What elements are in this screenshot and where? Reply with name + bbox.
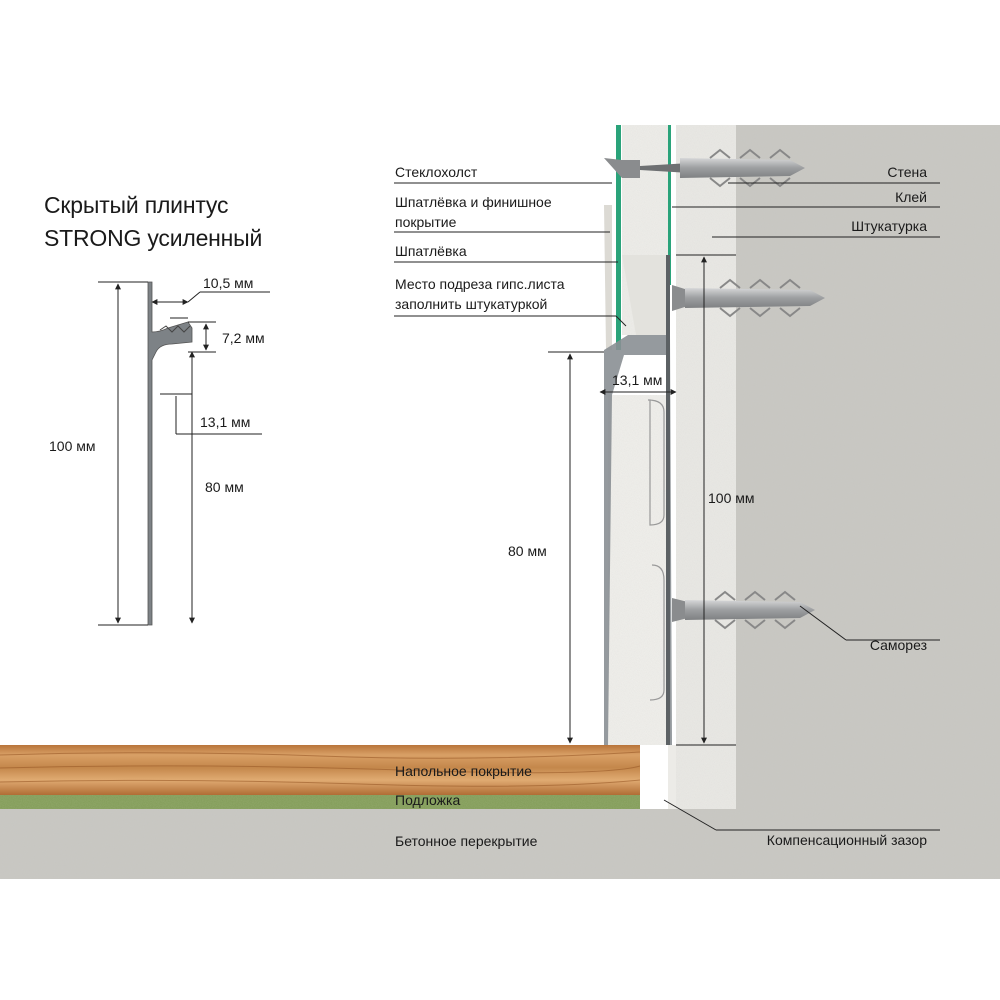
fiberglass-layer (616, 125, 621, 350)
profile-drawing (147, 281, 193, 626)
plaster-layer (676, 125, 736, 809)
plinth-section (604, 255, 672, 745)
label-wall: Стена (887, 164, 927, 180)
concrete-slab (0, 809, 1000, 879)
dim-depth: 13,1 мм (200, 414, 251, 430)
title-line-1: Скрытый плинтус (44, 192, 229, 218)
label-putty-finish-2: покрытие (395, 214, 457, 230)
label-putty-finish-1: Шпатлёвка и финишное (395, 194, 552, 210)
underlay (0, 795, 640, 809)
putty-layer (604, 205, 612, 350)
section-dim-height-face: 80 мм (508, 543, 547, 559)
label-putty: Шпатлёвка (395, 243, 467, 259)
label-concrete-slab: Бетонное перекрытие (395, 833, 538, 849)
dim-width-top: 10,5 мм (203, 275, 254, 291)
label-cut-place-1: Место подреза гипс.листа (395, 276, 565, 292)
label-fiberglass: Стеклохолст (395, 164, 478, 180)
label-expansion-gap: Компенсационный зазор (766, 832, 927, 848)
leader-lines-right (663, 182, 940, 831)
cut-filling (622, 255, 668, 335)
label-underlay: Подложка (395, 792, 461, 808)
label-glue: Клей (895, 189, 927, 205)
wall-concrete (736, 125, 1000, 809)
dim-height-total: 100 мм (49, 438, 96, 454)
section-dim-depth: 13,1 мм (612, 372, 663, 388)
label-plaster: Штукатурка (851, 218, 927, 234)
leader-lines-left (394, 182, 627, 327)
gypsum-board (622, 125, 668, 335)
label-screw: Саморез (869, 637, 927, 653)
screw-middle (672, 278, 825, 318)
glue-line (668, 125, 671, 285)
title-line-2: STRONG усиленный (44, 225, 263, 251)
section-dim-lines (548, 254, 736, 746)
floor-covering (0, 745, 641, 795)
label-cut-place-2: заполнить штукатуркой (395, 296, 548, 312)
profile-dim-lines (98, 281, 270, 626)
dim-step: 7,2 мм (222, 330, 265, 346)
section-dim-height-total: 100 мм (708, 490, 755, 506)
screw-bottom (672, 590, 815, 630)
label-floor-covering: Напольное покрытие (395, 763, 532, 779)
dim-height-face: 80 мм (205, 479, 244, 495)
expansion-gap (640, 745, 676, 809)
screw-top (604, 148, 805, 188)
